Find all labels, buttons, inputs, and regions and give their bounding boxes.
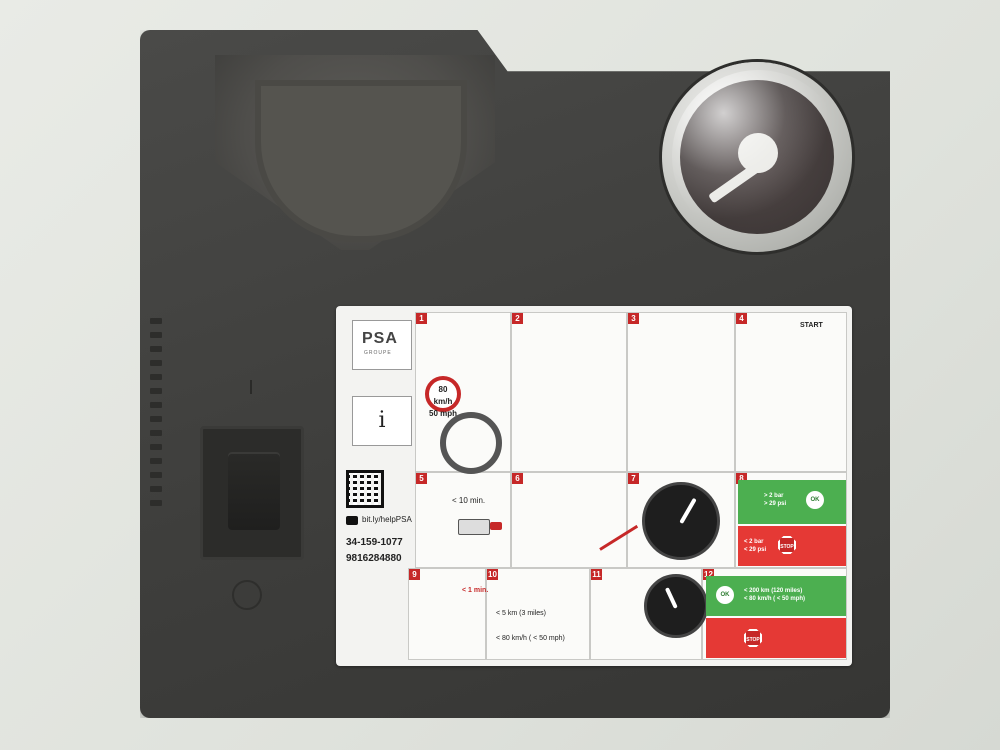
step-3-cell: 3	[627, 312, 735, 472]
product-code: 9816284880	[346, 553, 402, 564]
step-number: 6	[512, 473, 523, 484]
step8-stop-text: < 2 bar < 29 psi	[744, 539, 767, 553]
step12-ok-text: < 200 km (120 miles) < 80 km/h ( < 50 mp…	[744, 588, 806, 602]
gauge-glass-glare	[672, 70, 844, 242]
screw-hole	[232, 580, 262, 610]
hose-holder	[255, 80, 467, 242]
step5-time: < 10 min.	[452, 496, 486, 505]
steering-wheel-icon	[440, 412, 502, 474]
step-number: 1	[416, 313, 427, 324]
step-9-cell: 9	[408, 568, 486, 660]
step-10-cell: 10	[486, 568, 590, 660]
ok-icon: OK	[806, 491, 824, 509]
psa-logo-box	[352, 320, 412, 370]
cooling-vents	[150, 318, 164, 514]
step-number: 2	[512, 313, 523, 324]
step-6-cell: 6	[511, 472, 627, 568]
ok-icon: OK	[716, 586, 734, 604]
step8-ok-panel	[738, 480, 846, 524]
switch-on-indicator	[490, 522, 502, 530]
stop-icon: STOP	[778, 536, 796, 554]
step-number: 9	[409, 569, 420, 580]
step-2-cell: 2	[511, 312, 627, 472]
step-number: 12	[703, 569, 714, 580]
step-number: 5	[416, 473, 427, 484]
part-number: 34-159-1077	[346, 537, 403, 548]
step9-time: < 1 min.	[462, 587, 489, 594]
step-4-cell: 4	[735, 312, 847, 472]
power-rocker-switch[interactable]	[228, 452, 280, 530]
switch-illustration	[458, 519, 490, 535]
step-number: 10	[487, 569, 498, 580]
step-number: 3	[628, 313, 639, 324]
step-number: 8	[736, 473, 747, 484]
video-play-icon	[346, 516, 358, 525]
step12-stop-panel	[706, 618, 846, 658]
stop-icon: STOP	[744, 629, 762, 647]
step-number: 4	[736, 313, 747, 324]
psa-logo-subtitle: GROUPE	[364, 350, 392, 356]
step10-distance: < 5 km (3 miles)	[496, 610, 546, 617]
step-number: 11	[591, 569, 602, 580]
start-label: START	[800, 322, 823, 329]
help-link: bit.ly/helpPSA	[362, 515, 412, 524]
step8-ok-text: > 2 bar > 29 psi	[764, 493, 787, 507]
manual-info-icon: i	[352, 396, 412, 446]
step-number: 7	[628, 473, 639, 484]
psa-logo-text: PSA	[362, 330, 398, 347]
speed-limit-sign: 80 km/h 50 mph	[425, 376, 461, 418]
qr-code-frame	[346, 470, 384, 508]
switch-on-mark	[250, 380, 252, 394]
step10-speed: < 80 km/h ( < 50 mph)	[496, 635, 565, 642]
qr-code-icon	[346, 470, 384, 508]
